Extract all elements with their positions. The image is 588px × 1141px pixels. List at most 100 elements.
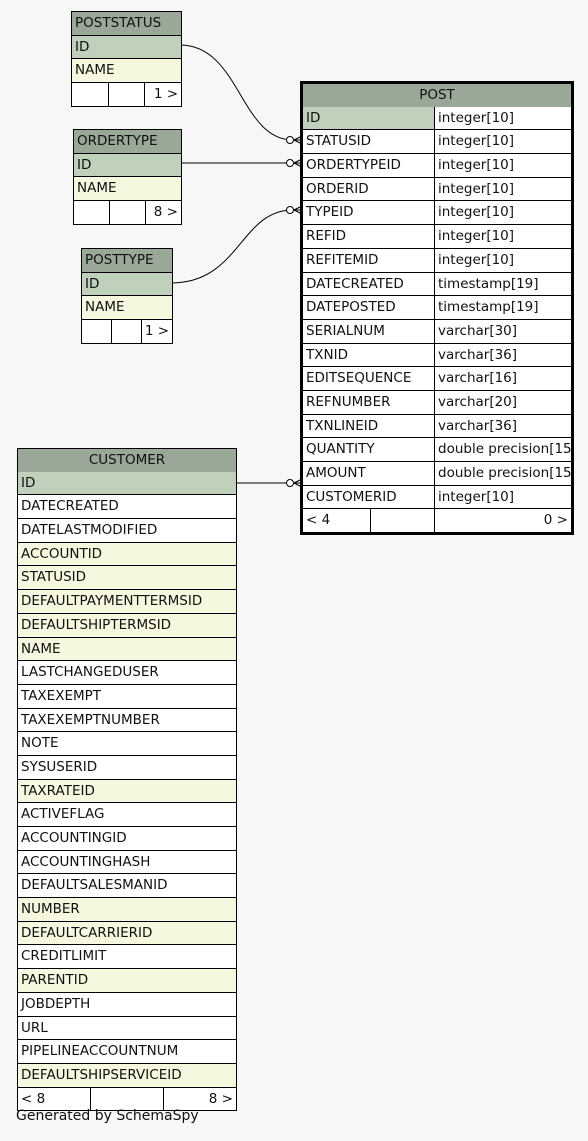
column-name: SERIALNUM xyxy=(306,322,385,339)
column-row: REFITEMID integer[10] xyxy=(303,247,571,272)
column-name: ORDERID xyxy=(306,180,369,197)
column-row: DATEPOSTED timestamp[19] xyxy=(303,295,571,319)
column-row: DEFAULTSHIPSERVICEID xyxy=(18,1062,236,1087)
table-posttype[interactable]: POSTTYPE ID NAME 1 > xyxy=(81,248,173,344)
column-name: TXNID xyxy=(306,346,348,363)
column-row: DEFAULTSALESMANID xyxy=(18,873,236,898)
column-row: STATUSID xyxy=(18,565,236,590)
table-header: CUSTOMER xyxy=(18,449,236,472)
column-name: REFITEMID xyxy=(306,251,379,268)
crowfoot-circle xyxy=(286,206,294,214)
column-type: integer[10] xyxy=(434,248,571,272)
column-row: URL xyxy=(18,1015,236,1040)
crowfoot-circle xyxy=(286,159,294,167)
column-row: STATUSID integer[10] xyxy=(303,129,571,154)
column-type: integer[10] xyxy=(434,130,571,154)
column-type: double precision[15] xyxy=(434,438,571,461)
column-name: NAME xyxy=(82,295,172,320)
column-name: DATECREATED xyxy=(306,275,404,292)
column-name: QUANTITY xyxy=(306,441,375,458)
table-header: POST xyxy=(303,84,571,107)
column-name: DATEPOSTED xyxy=(306,299,396,316)
column-type: varchar[16] xyxy=(434,367,571,390)
rel-posttype-post xyxy=(170,209,294,284)
table-footer: 8 > xyxy=(74,200,181,224)
column-type: integer[10] xyxy=(434,154,571,177)
column-name: STATUSID xyxy=(306,133,372,150)
column-row: NUMBER xyxy=(18,897,236,921)
column-name: ID xyxy=(306,109,321,126)
column-row: TXNID varchar[36] xyxy=(303,342,571,367)
column-row: DEFAULTSHIPTERMSID xyxy=(18,612,236,637)
column-row: SERIALNUM varchar[30] xyxy=(303,318,571,343)
column-name: ORDERTYPEID xyxy=(306,157,401,174)
rel-poststatus-post xyxy=(179,44,294,141)
column-row: PARENTID xyxy=(18,968,236,992)
column-row: ORDERTYPEID integer[10] xyxy=(303,153,571,177)
column-row: SYSUSERID xyxy=(18,754,236,779)
column-type: timestamp[19] xyxy=(434,296,571,319)
column-row: DATECREATED xyxy=(18,494,236,519)
credit-text: Generated by SchemaSpy xyxy=(16,1108,199,1124)
column-row: JOBDEPTH xyxy=(18,991,236,1016)
column-name: CUSTOMERID xyxy=(306,488,397,505)
column-row: DEFAULTCARRIERID xyxy=(18,920,236,945)
column-row: TAXEXEMPT xyxy=(18,683,236,708)
column-row: EDITSEQUENCE varchar[16] xyxy=(303,366,571,390)
column-name: REFID xyxy=(306,228,347,245)
table-footer: < 4 0 > xyxy=(303,508,571,533)
column-row: LASTCHANGEDUSER xyxy=(18,660,236,684)
column-row: TAXEXEMPTNUMBER xyxy=(18,707,236,732)
column-type: varchar[36] xyxy=(434,414,571,438)
column-type: varchar[20] xyxy=(434,390,571,414)
column-row: TYPEID integer[10] xyxy=(303,200,571,225)
column-row: DEFAULTPAYMENTTERMSID xyxy=(18,589,236,613)
column-type: timestamp[19] xyxy=(434,272,571,296)
column-row: QUANTITY double precision[15] xyxy=(303,437,571,461)
column-type: integer[10] xyxy=(434,201,571,225)
table-ordertype[interactable]: ORDERTYPE ID NAME 8 > xyxy=(73,129,182,225)
table-header: POSTSTATUS xyxy=(72,12,181,35)
table-poststatus[interactable]: POSTSTATUS ID NAME 1 > xyxy=(71,11,182,107)
column-row: ORDERID integer[10] xyxy=(303,176,571,201)
column-name: TYPEID xyxy=(306,204,354,221)
column-row: NAME xyxy=(18,636,236,661)
column-row: REFID integer[10] xyxy=(303,224,571,248)
column-row: ACTIVEFLAG xyxy=(18,802,236,826)
column-row: TAXRATEID xyxy=(18,778,236,803)
column-name: REFNUMBER xyxy=(306,393,391,410)
column-type: varchar[30] xyxy=(434,319,571,343)
column-row: ID xyxy=(18,471,236,495)
column-row: PIPELINEACCOUNTNUM xyxy=(18,1039,236,1063)
column-row: ACCOUNTINGID xyxy=(18,826,236,850)
column-row: NOTE xyxy=(18,731,236,755)
crowfoot-circle xyxy=(286,136,294,144)
column-id: ID xyxy=(72,34,181,59)
column-type: integer[10] xyxy=(434,177,571,201)
column-row: CREDITLIMIT xyxy=(18,944,236,969)
column-type: varchar[36] xyxy=(434,343,571,367)
column-id: ID xyxy=(74,152,181,177)
column-type: integer[10] xyxy=(434,485,571,509)
column-type: integer[10] xyxy=(434,225,571,248)
column-id: ID xyxy=(82,271,172,296)
column-row: DATECREATED timestamp[19] xyxy=(303,271,571,296)
table-header: ORDERTYPE xyxy=(74,130,181,153)
column-row: CUSTOMERID integer[10] xyxy=(303,484,571,509)
table-footer: 1 > xyxy=(72,82,181,106)
column-row: ACCOUNTINGHASH xyxy=(18,849,236,874)
column-row: ID integer[10] xyxy=(303,106,571,130)
column-type: integer[10] xyxy=(434,106,571,130)
column-name: NAME xyxy=(74,176,181,201)
column-type: double precision[15] xyxy=(434,462,571,485)
column-row: DATELASTMODIFIED xyxy=(18,518,236,542)
column-name: TXNLINEID xyxy=(306,417,379,434)
column-name: EDITSEQUENCE xyxy=(306,370,412,387)
column-row: REFNUMBER varchar[20] xyxy=(303,389,571,414)
table-header: POSTTYPE xyxy=(82,249,172,272)
table-footer: 1 > xyxy=(82,319,172,343)
